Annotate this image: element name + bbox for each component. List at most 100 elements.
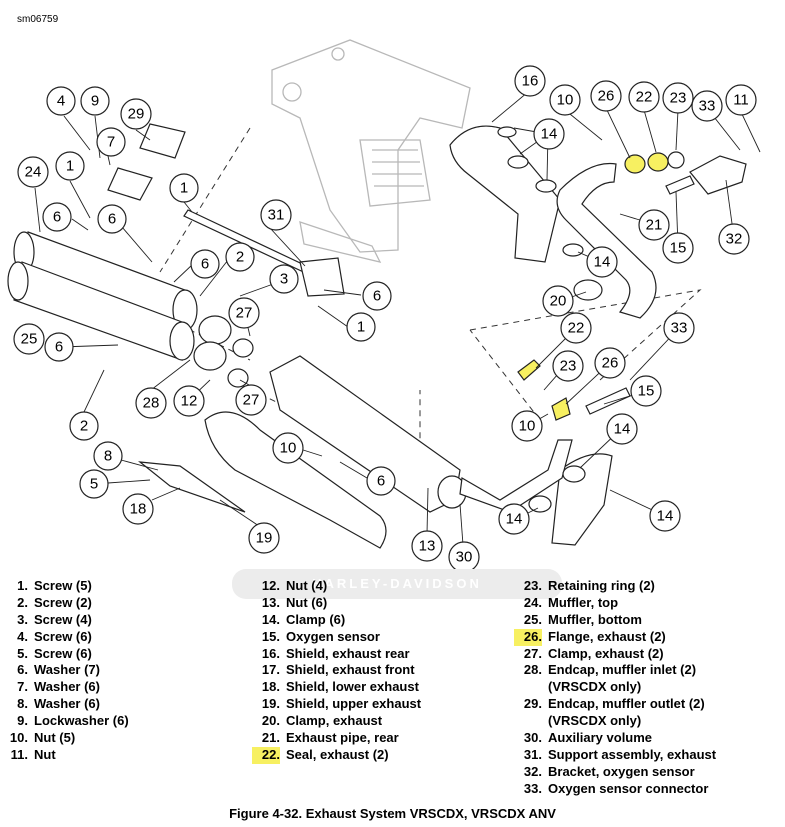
callout-23: 23 (552, 350, 584, 382)
svg-text:6: 6 (53, 209, 61, 226)
svg-text:14: 14 (506, 511, 523, 528)
svg-text:6: 6 (201, 256, 209, 273)
lower-shield (138, 461, 246, 513)
frame-outline (271, 39, 471, 263)
svg-text:15: 15 (670, 240, 687, 257)
muffler-outlet-caps (107, 123, 186, 201)
callout-10: 10 (511, 410, 543, 442)
svg-text:1: 1 (357, 319, 365, 336)
svg-text:25: 25 (21, 331, 38, 348)
svg-text:23: 23 (670, 90, 687, 107)
callout-1: 1 (346, 312, 376, 342)
svg-text:1: 1 (66, 158, 74, 175)
legend-item-2: 2.Screw (2) (17, 594, 92, 610)
svg-text:1: 1 (180, 180, 188, 197)
callout-2: 2 (225, 242, 255, 272)
callout-14: 14 (606, 413, 638, 445)
svg-text:20: 20 (550, 293, 567, 310)
legend-item-18: 18.Shield, lower exhaust (261, 679, 419, 695)
legend-item-9: 9.Lockwasher (6) (17, 713, 129, 729)
svg-text:9: 9 (91, 93, 99, 110)
exhaust-diagram: 4 9 7 29 1 24 6 6 1 31 6 2 3 6 27 1 25 6… (7, 39, 761, 570)
legend-item-22: 22.Seal, exhaust (2) (252, 746, 421, 764)
callouts: 4 9 7 29 1 24 6 6 1 31 6 2 3 6 27 1 25 6… (13, 65, 757, 570)
legend-item-29-note: (VRSCDX only) (548, 713, 642, 729)
callout-33: 33 (663, 312, 695, 344)
svg-text:30: 30 (456, 549, 473, 566)
callout-16: 16 (514, 65, 546, 97)
callout-14: 14 (498, 503, 530, 535)
support-assembly (183, 209, 345, 297)
callout-8: 8 (93, 441, 123, 471)
svg-text:24: 24 (25, 164, 42, 181)
callout-1: 1 (55, 151, 85, 181)
svg-text:32: 32 (726, 231, 743, 248)
legend-item-32: 32.Bracket, oxygen sensor (523, 763, 695, 779)
svg-text:26: 26 (602, 355, 619, 372)
legend-item-29: 29.Endcap, muffler outlet (2) (523, 696, 705, 712)
svg-text:6: 6 (377, 473, 385, 490)
svg-text:15: 15 (638, 383, 655, 400)
clamps (497, 126, 685, 513)
callout-15: 15 (630, 375, 662, 407)
callout-11: 11 (725, 84, 757, 116)
legend-item-26: 26.Flange, exhaust (2) (514, 628, 716, 646)
legend-item-28: 28.Endcap, muffler inlet (2) (523, 662, 697, 678)
parts-legend: 1.Screw (5) 2.Screw (2) 3.Screw (4) 4.Sc… (0, 578, 785, 800)
svg-text:6: 6 (108, 211, 116, 228)
callout-5: 5 (79, 469, 109, 499)
legend-item-3: 3.Screw (4) (17, 611, 92, 627)
legend-item-21: 21.Exhaust pipe, rear (261, 730, 399, 746)
callout-2: 2 (69, 411, 99, 441)
callout-4: 4 (46, 86, 76, 116)
svg-text:29: 29 (128, 106, 145, 123)
svg-text:14: 14 (657, 508, 674, 525)
callout-6: 6 (362, 281, 392, 311)
callout-12: 12 (173, 385, 205, 417)
svg-text:14: 14 (541, 126, 558, 143)
callout-6: 6 (97, 204, 127, 234)
callout-6: 6 (366, 466, 396, 496)
svg-text:5: 5 (90, 476, 98, 493)
svg-text:27: 27 (236, 305, 253, 322)
callout-24: 24 (17, 156, 49, 188)
svg-text:27: 27 (243, 392, 260, 409)
svg-text:21: 21 (646, 217, 663, 234)
callout-17: 14 (649, 500, 681, 532)
legend-item-10: 10.Nut (5) (9, 730, 76, 746)
svg-text:7: 7 (107, 134, 115, 151)
svg-text:2: 2 (236, 249, 244, 266)
legend-item-24: 24.Muffler, top (523, 594, 619, 610)
legend-item-31: 31.Support assembly, exhaust (523, 746, 717, 762)
svg-text:13: 13 (419, 538, 436, 555)
svg-text:19: 19 (256, 530, 273, 547)
legend-item-16: 16.Shield, exhaust rear (261, 645, 410, 661)
svg-text:10: 10 (557, 92, 574, 109)
legend-item-7: 7.Washer (6) (17, 679, 100, 695)
rear-shield (449, 125, 561, 263)
callout-6: 6 (42, 202, 72, 232)
svg-text:10: 10 (280, 440, 297, 457)
figure-caption: Figure 4-32. Exhaust System VRSCDX, VRSC… (229, 806, 556, 821)
callout-27: 27 (235, 384, 267, 416)
callout-20: 20 (542, 285, 574, 317)
callout-31: 31 (260, 199, 292, 231)
callout-26: 26 (594, 347, 626, 379)
legend-item-30: 30.Auxiliary volume (523, 730, 653, 746)
legend-item-6: 6.Washer (7) (17, 662, 100, 678)
svg-text:3: 3 (280, 271, 288, 288)
callout-29: 29 (120, 98, 152, 130)
callout-28: 28 (135, 387, 167, 419)
legend-item-13: 13.Nut (6) (261, 594, 328, 610)
muffler-endcaps (193, 315, 254, 388)
upper-shield (204, 411, 387, 549)
legend-item-19: 19.Shield, upper exhaust (261, 696, 422, 712)
callout-10: 10 (272, 432, 304, 464)
svg-text:26: 26 (598, 88, 615, 105)
callout-22: 22 (628, 81, 660, 113)
svg-text:11: 11 (733, 92, 749, 109)
svg-text:33: 33 (699, 98, 716, 115)
legend-item-23: 23.Retaining ring (2) (523, 578, 655, 593)
legend-item-15: 15.Oxygen sensor (261, 628, 380, 644)
callout-10: 10 (549, 84, 581, 116)
